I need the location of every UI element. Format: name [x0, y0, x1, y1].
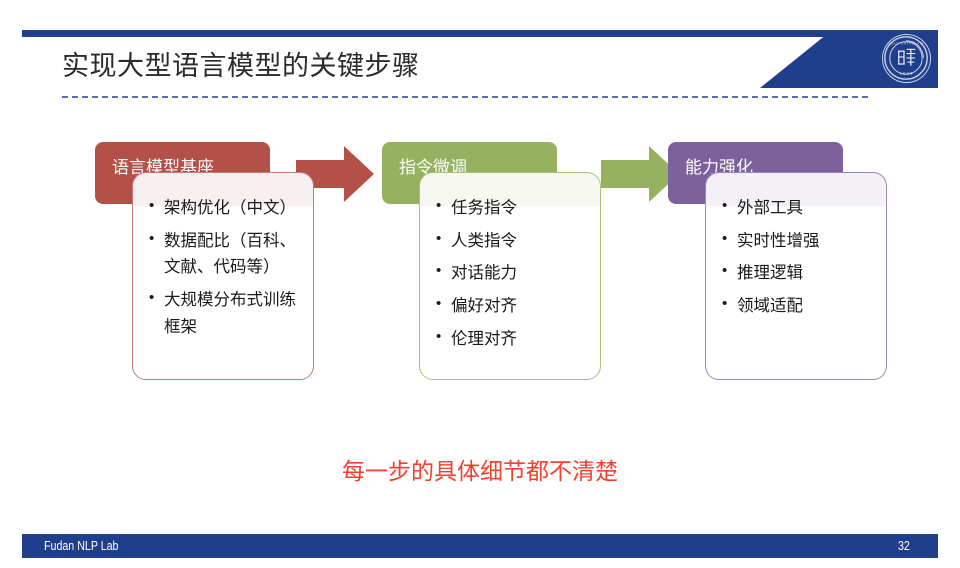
stage-body-instruction-tuning: 任务指令 人类指令 对话能力 偏好对齐 伦理对齐: [419, 172, 601, 380]
header-accent-bar: [22, 30, 938, 37]
list-item: 人类指令: [436, 227, 590, 255]
list-item: 伦理对齐: [436, 325, 590, 353]
footer-lab-name: Fudan NLP Lab: [44, 538, 119, 553]
list-item: 大规模分布式训练框架: [149, 286, 303, 340]
list-item: 外部工具: [722, 194, 876, 222]
arrow-stage1-to-stage2-icon: [296, 145, 374, 203]
svg-text:FUDAN UNIVERSITY: FUDAN UNIVERSITY: [885, 42, 927, 46]
title-divider: [62, 96, 868, 98]
list-item: 数据配比（百科、文献、代码等）: [149, 227, 303, 281]
list-item: 架构优化（中文）: [149, 194, 303, 222]
svg-text:1 9 0 5: 1 9 0 5: [900, 71, 913, 76]
slide-caption: 每一步的具体细节都不清楚: [342, 458, 618, 484]
list-item: 推理逻辑: [722, 259, 876, 287]
process-flow-diagram: 语言模型基座 架构优化（中文） 数据配比（百科、文献、代码等） 大规模分布式训练…: [0, 0, 960, 420]
page-title: 实现大型语言模型的关键步骤: [62, 51, 420, 81]
stage-body-capability-enhancement: 外部工具 实时性增强 推理逻辑 领域适配: [705, 172, 887, 380]
fudan-university-seal-icon: 1 9 0 5 FUDAN UNIVERSITY: [882, 34, 931, 83]
footer-bar: [22, 534, 938, 558]
list-item: 领域适配: [722, 292, 876, 320]
list-item: 任务指令: [436, 194, 590, 222]
arrow-stage2-to-stage3-icon: [601, 145, 679, 203]
list-item: 对话能力: [436, 259, 590, 287]
list-item: 实时性增强: [722, 227, 876, 255]
footer-page-number: 32: [898, 538, 910, 553]
list-item: 偏好对齐: [436, 292, 590, 320]
stage-body-language-model-base: 架构优化（中文） 数据配比（百科、文献、代码等） 大规模分布式训练框架: [132, 172, 314, 380]
